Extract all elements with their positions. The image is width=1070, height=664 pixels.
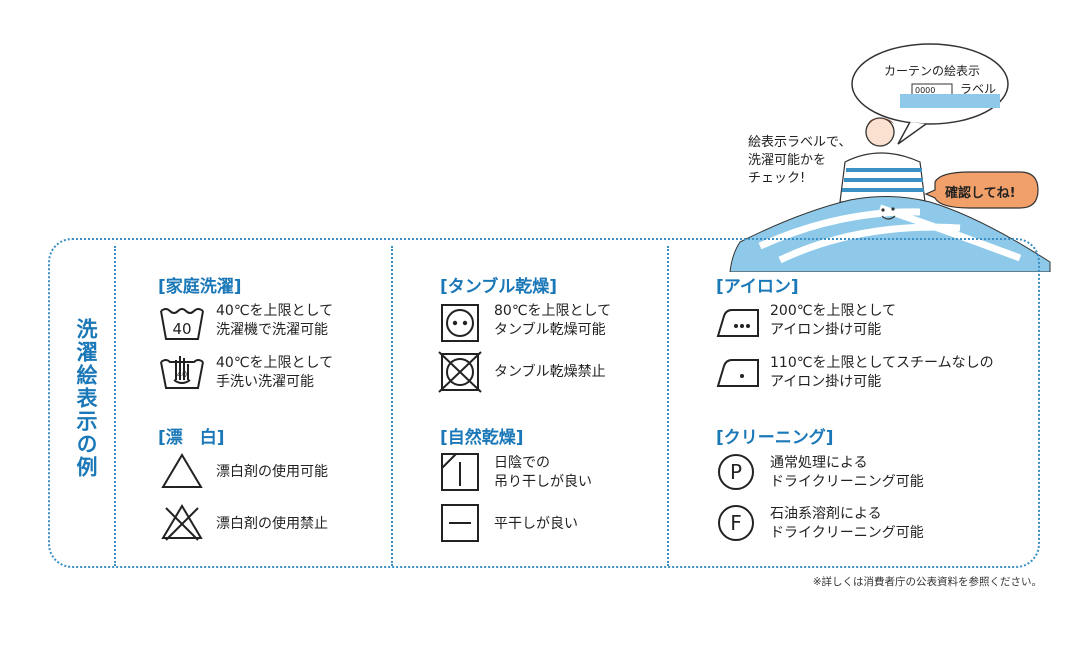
iron-one-dot-icon bbox=[716, 359, 759, 387]
dry-clean-p-icon: P bbox=[718, 454, 754, 490]
line-dry-shade-text: 日陰での 吊り干しが良い bbox=[494, 455, 592, 490]
section-title-home-wash: [家庭洗濯] bbox=[158, 277, 242, 297]
bubble-label-line1: カーテンの絵表示 bbox=[884, 64, 981, 78]
section-title-cleaning: [クリーニング] bbox=[716, 428, 834, 448]
label-card-text: 0000 bbox=[915, 86, 936, 95]
section-title-bleach: [漂 白] bbox=[158, 428, 225, 448]
bubble-label-line2: ラベル bbox=[960, 82, 997, 96]
tumble-dry-crossed-icon bbox=[438, 351, 482, 393]
bleach-prohibited-text: 漂白剤の使用禁止 bbox=[216, 516, 328, 532]
svg-text:40: 40 bbox=[172, 320, 191, 338]
bleach-allowed-text: 漂白剤の使用可能 bbox=[216, 464, 328, 480]
tumble-dry-prohibited-text: タンブル乾燥禁止 bbox=[494, 364, 606, 380]
triangle-icon bbox=[161, 453, 203, 488]
divider bbox=[114, 246, 116, 566]
flat-dry-text: 平干しが良い bbox=[494, 516, 578, 532]
iron-200-text: 200℃を上限として アイロン掛け可能 bbox=[770, 303, 897, 338]
care-label-panel bbox=[48, 238, 1040, 568]
hand-wash-icon: 40 bbox=[160, 356, 204, 389]
person-with-curtain-illustration bbox=[729, 43, 1051, 272]
section-title-tumble-dry: [タンブル乾燥] bbox=[440, 277, 558, 297]
flat-dry-icon bbox=[441, 504, 479, 542]
bubble-confirm: 確認してね! bbox=[945, 186, 1016, 201]
tumble-dry-text: 80℃を上限として タンブル乾燥可能 bbox=[494, 303, 612, 338]
footnote: ※詳しくは消費者庁の公表資料を参照ください。 bbox=[812, 576, 1042, 588]
tumble-dry-icon bbox=[441, 304, 479, 342]
line-dry-shade-icon bbox=[441, 453, 479, 491]
divider bbox=[667, 246, 669, 566]
hand-wash-text: 40℃を上限として 手洗い洗濯可能 bbox=[216, 355, 334, 390]
iron-three-dots-icon bbox=[716, 309, 759, 337]
side-title: 洗濯絵表示の例 bbox=[74, 318, 98, 479]
home-wash-machine-text: 40℃を上限として 洗濯機で洗濯可能 bbox=[216, 303, 334, 338]
section-title-natural-dry: [自然乾燥] bbox=[440, 428, 524, 448]
dry-clean-f-text: 石油系溶剤による ドライクリーニング可能 bbox=[770, 506, 924, 541]
svg-text:P: P bbox=[730, 460, 742, 484]
dry-clean-p-text: 通常処理による ドライクリーニング可能 bbox=[770, 455, 924, 490]
dry-clean-f-icon: F bbox=[718, 505, 754, 541]
iron-110-text: 110℃を上限としてスチームなしの アイロン掛け可能 bbox=[770, 355, 994, 390]
section-title-iron: [アイロン] bbox=[716, 277, 799, 297]
washtub-40-icon: 40 bbox=[160, 308, 204, 340]
svg-text:40: 40 bbox=[177, 370, 187, 379]
triangle-crossed-icon bbox=[161, 504, 203, 541]
svg-text:F: F bbox=[730, 511, 742, 535]
divider bbox=[391, 246, 393, 566]
illustration-caption: 絵表示ラベルで、 洗濯可能かを チェック! bbox=[748, 135, 852, 186]
